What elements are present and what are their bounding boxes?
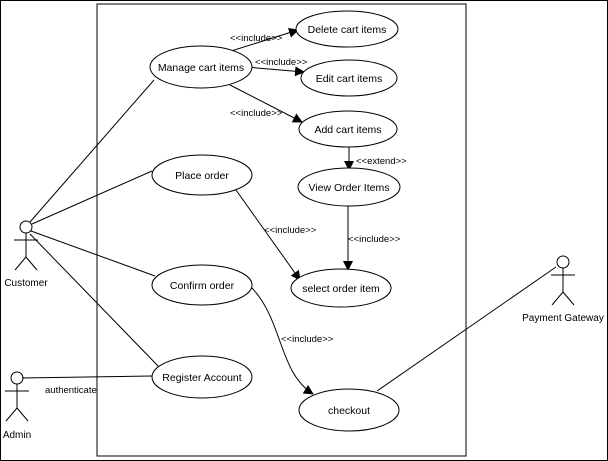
assoc-customer-register-account [29,233,161,369]
actor-admin-leg-left [5,407,18,422]
use-case-delete-cart-items-label: Delete cart items [308,24,387,36]
dep-manage-add [229,84,303,123]
actor-payment-gateway-leg-right [562,291,575,306]
dep-confirm-checkout [249,285,314,395]
use-case-view-order-items: View Order Items [297,167,401,207]
use-case-edit-cart-items: Edit cart items [300,59,398,97]
use-case-register-account: Register Account [151,355,253,399]
dep-confirm-checkout-label: <<include>> [281,334,334,345]
use-case-manage-cart-items: Manage cart items [149,45,253,89]
use-case-view-order-items-label: View Order Items [309,182,390,194]
actor-payment-gateway-label: Payment Gateway [522,313,604,324]
use-case-confirm-order-label: Confirm order [170,280,235,292]
dep-manage-add-label: <<include>> [230,108,283,119]
use-case-checkout: checkout [298,388,400,432]
actor-admin-label: Admin [3,430,31,441]
assoc-admin-register-label: authenticate [45,385,97,396]
dep-manage-delete [227,27,299,53]
assoc-checkout-payment-gateway [376,266,557,392]
use-case-place-order: Place order [151,154,253,196]
actor-payment-gateway-head [556,255,570,269]
use-case-select-order-item: select order item [290,268,392,308]
actor-customer-label: Customer [4,278,48,289]
actor-payment-gateway: Payment Gateway [522,255,604,324]
assoc-admin-register-account [21,375,153,379]
use-case-register-account-label: Register Account [162,372,241,384]
actor-customer-leg-right [25,256,38,271]
actor-admin: Admin [3,371,31,441]
assoc-customer-confirm-order [30,230,156,277]
dep-manage-delete-label: <<include>> [230,33,283,44]
dep-place-select-label: <<include>> [264,225,317,236]
actor-customer-head [19,220,33,234]
assoc-customer-place-order [31,170,153,225]
use-case-checkout-label: checkout [328,405,370,417]
actor-admin-head [10,371,24,385]
actor-admin-leg-right [16,407,29,422]
use-case-select-order-item-label: select order item [302,283,380,295]
use-case-confirm-order: Confirm order [151,264,253,306]
dep-manage-edit-label: <<include>> [255,57,308,68]
actor-customer-leg-left [14,256,27,271]
dep-place-select [235,189,301,281]
use-case-place-order-label: Place order [175,170,229,182]
use-case-add-cart-items: Add cart items [298,110,398,148]
dep-view-select-label: <<include>> [348,234,401,245]
use-case-add-cart-items-label: Add cart items [314,124,381,136]
dep-add-view-label: <<extend>> [356,156,407,167]
system-boundary [96,3,467,457]
assoc-customer-manage-cart [29,79,155,223]
use-case-delete-cart-items: Delete cart items [295,10,399,48]
use-case-edit-cart-items-label: Edit cart items [316,73,383,85]
actor-customer: Customer [4,220,48,289]
actor-payment-gateway-leg-left [551,291,564,306]
use-case-manage-cart-items-label: Manage cart items [158,62,244,74]
dep-manage-edit [245,66,305,77]
